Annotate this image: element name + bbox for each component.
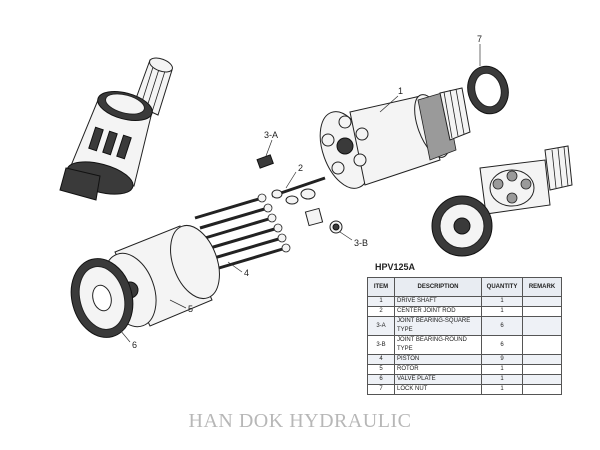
cell-remark	[522, 384, 562, 395]
cell-item: 6	[367, 374, 395, 385]
lock-nut-illustration	[467, 65, 509, 115]
cell-quantity: 6	[481, 316, 523, 336]
cell-item: 2	[367, 306, 395, 317]
cell-quantity: 1	[481, 384, 523, 395]
cell-item: 1	[367, 296, 395, 307]
cell-quantity: 1	[481, 364, 523, 375]
parts-table-header-row: ITEM DESCRIPTION QUANTITY REMARK	[367, 277, 562, 297]
callout-3a: 3-A	[264, 130, 278, 140]
callout-1: 1	[398, 86, 403, 96]
header-quantity: QUANTITY	[481, 277, 523, 297]
cell-description: ROTOR	[394, 364, 482, 375]
cell-description: JOINT BEARING-SQUARE TYPE	[394, 316, 482, 336]
cell-description: LOCK NUT	[394, 384, 482, 395]
assembled-shaft-illustration	[59, 57, 173, 201]
cell-item: 7	[367, 384, 395, 395]
cell-description: DRIVE SHAFT	[394, 296, 482, 307]
table-row: 2 CENTER JOINT ROD 1	[367, 306, 562, 317]
cell-item: 3-B	[367, 335, 395, 355]
cell-quantity: 1	[481, 296, 523, 307]
cell-description: PISTON	[394, 354, 482, 365]
table-row: 5 ROTOR 1	[367, 364, 562, 375]
header-description: DESCRIPTION	[394, 277, 482, 297]
callout-5: 5	[188, 304, 193, 314]
callout-7: 7	[477, 34, 482, 44]
valve-plate-illustration	[70, 258, 134, 338]
cell-remark	[522, 316, 562, 336]
cell-description: VALVE PLATE	[394, 374, 482, 385]
drive-shaft-illustration	[319, 87, 471, 189]
cell-description: JOINT BEARING-ROUND TYPE	[394, 335, 482, 355]
header-item: ITEM	[367, 277, 395, 297]
cell-quantity: 6	[481, 335, 523, 355]
callout-6: 6	[132, 340, 137, 350]
cell-remark	[522, 335, 562, 355]
cell-remark	[522, 364, 562, 375]
header-remark: REMARK	[522, 277, 562, 297]
watermark-text: HAN DOK HYDRAULIC	[188, 410, 412, 432]
cell-item: 3-A	[367, 316, 395, 336]
center-rod-bearings-illustration	[256, 154, 343, 234]
callout-3b: 3-B	[354, 238, 368, 248]
cell-description: CENTER JOINT ROD	[394, 306, 482, 317]
table-row: 3-B JOINT BEARING-ROUND TYPE 6	[367, 335, 562, 355]
table-row: 1 DRIVE SHAFT 1	[367, 296, 562, 307]
model-title: HPV125A	[375, 262, 416, 272]
cell-item: 4	[367, 354, 395, 365]
callout-leaders	[119, 44, 481, 343]
table-row: 4 PISTON 9	[367, 354, 562, 365]
cell-quantity: 1	[481, 374, 523, 385]
table-row: 7 LOCK NUT 1	[367, 384, 562, 395]
table-row: 3-A JOINT BEARING-SQUARE TYPE 6	[367, 316, 562, 336]
cell-remark	[522, 354, 562, 365]
pistons-illustration	[194, 193, 291, 270]
callout-4: 4	[244, 268, 249, 278]
callout-2: 2	[298, 163, 303, 173]
table-row: 6 VALVE PLATE 1	[367, 374, 562, 385]
parts-table: ITEM DESCRIPTION QUANTITY REMARK 1 DRIVE…	[367, 277, 562, 395]
cell-quantity: 1	[481, 306, 523, 317]
cell-quantity: 9	[481, 354, 523, 365]
cell-remark	[522, 306, 562, 317]
shaft-bearing-illustration	[431, 145, 573, 257]
cell-remark	[522, 296, 562, 307]
cell-item: 5	[367, 364, 395, 375]
cell-remark	[522, 374, 562, 385]
